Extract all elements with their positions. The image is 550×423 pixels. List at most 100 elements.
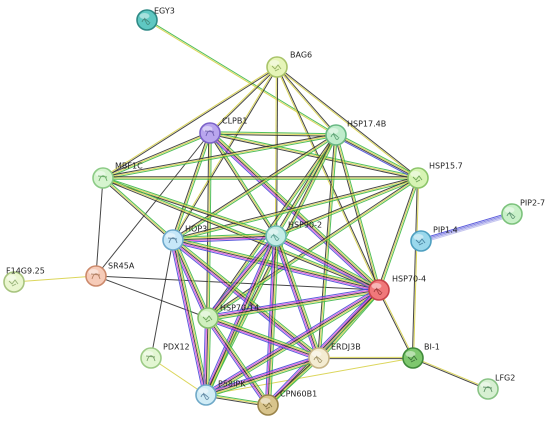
edge-line [205,234,275,317]
node-hsp70-14[interactable]: HSP70-14 [197,304,259,329]
edge-line [276,235,321,358]
node-label: SR45A [108,262,135,271]
node-sr45a[interactable]: SR45A [85,262,135,287]
edge-hsp70-4-erdj3b [316,287,382,361]
node-gloss [311,351,322,357]
edge-line [95,177,104,277]
node-pip1-4[interactable]: PIP1.4 [410,226,458,252]
node-label: PIP1.4 [433,226,458,235]
edge-line [173,236,380,288]
edge-line [266,356,319,405]
edge-line [207,289,380,319]
edge-hsp15-7-hsp90-2 [275,176,419,238]
edge-line [317,288,379,358]
edge-line [412,358,488,391]
edge-line [210,131,337,135]
edge-hsp90-2-p58ipk [203,234,279,397]
edge-line [413,356,489,389]
node-hsp17-4b[interactable]: HSP17.4B [325,120,386,146]
edge-hop3-p58ipk [169,239,210,396]
node-bag6[interactable]: BAG6 [266,51,312,78]
node-label: HSP17.4B [347,120,386,129]
edge-line [208,316,320,358]
edge-line [172,234,276,240]
edge-hsp90-2-hsp70-14 [205,234,279,320]
edge-line [173,236,277,242]
edge-line [102,177,174,241]
edge-mbf1c-hsp90-2 [102,176,277,238]
node-gloss [200,311,211,317]
edge-line [173,239,210,318]
edge-line [173,133,212,241]
edge-line [421,214,513,243]
protein-structure-icon [145,355,156,362]
edge-hsp70-4-bi-1 [377,289,415,359]
edge-line [334,135,379,291]
node-circle[interactable] [199,122,221,144]
edge-line [207,291,381,398]
edge-line [211,130,382,289]
protein-structure-icon [167,237,178,244]
node-circle[interactable] [477,378,499,400]
node-gloss [260,398,271,404]
node-erdj3b[interactable]: ERDJ3B [308,343,361,369]
edge-line [275,236,379,292]
edge-line [103,176,380,290]
edge-line [172,235,277,241]
edge-bag6-hsp17-4b [276,66,337,136]
node-bi-1[interactable]: BI-1 [402,343,440,369]
node-circle[interactable] [162,229,184,251]
edge-line [210,67,278,134]
node-egy3[interactable]: EGY3 [136,7,175,31]
node-label: BI-1 [424,343,440,352]
edge-line [147,19,337,135]
node-label: HSP90-2 [288,221,322,230]
edge-line [207,176,418,318]
node-gloss [139,13,150,19]
edge-line [103,133,211,180]
node-f14g9-25[interactable]: F14G9.25 [3,267,45,293]
edge-line [270,236,280,406]
edge-line [205,357,320,396]
edge-line [206,290,380,397]
node-hsp70-4[interactable]: HSP70-4 [368,275,426,301]
edge-line [169,240,204,396]
edge-line [102,132,211,179]
node-circle[interactable] [92,167,114,189]
edge-line [209,316,271,404]
node-hop3[interactable]: HOP3 [162,225,207,251]
node-pdx12[interactable]: PDX12 [140,343,190,369]
node-hsp15-7[interactable]: HSP15.7 [407,162,463,189]
node-circle[interactable] [140,347,162,369]
edge-line [204,317,208,395]
edge-hsp70-14-cpn60b1 [205,316,271,407]
edge-line [172,232,276,238]
protein-structure-icon [204,130,215,137]
protein-structure-icon [330,132,340,140]
edge-line [379,289,415,358]
edge-line [95,132,211,277]
edge-line [379,178,420,291]
node-p58ipk[interactable]: P58IPK [195,380,246,406]
edge-line [265,287,378,404]
node-circle[interactable] [85,265,107,287]
edge-line [276,66,279,237]
edge-line [205,355,319,394]
node-lfg2[interactable]: LFG2 [477,374,515,400]
edge-hsp90-2-hsp70-4 [274,233,381,293]
edge-line [208,316,270,405]
edge-line [276,233,381,289]
node-hsp90-2[interactable]: HSP90-2 [265,221,322,247]
protein-structure-icon [482,386,493,393]
node-mbf1c[interactable]: MBF1C [92,162,143,189]
edge-line [275,235,320,359]
edge-line [275,67,379,291]
node-label: F14G9.25 [6,267,45,276]
edge-line [171,240,206,396]
node-clpb1[interactable]: CLPB1 [199,117,247,144]
protein-structure-icon [506,211,516,219]
node-pip2-7[interactable]: PIP2-7 [501,199,545,225]
node-cpn60b1[interactable]: CPN60B1 [257,390,317,416]
edge-line [336,134,381,290]
edge-line [266,235,276,405]
